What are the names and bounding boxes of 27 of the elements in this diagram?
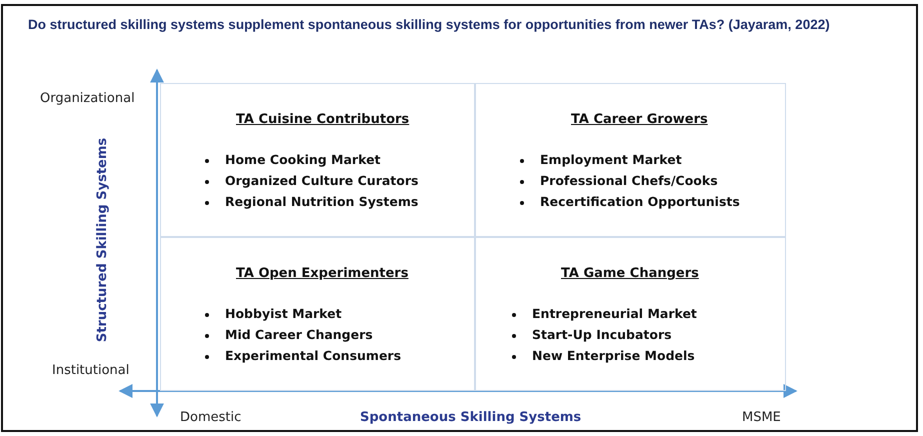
quadrant-heading: TA Open Experimenters	[236, 266, 408, 281]
list-item: Entrepreneurial Market	[532, 306, 697, 321]
axis-end-label: MSME	[742, 410, 781, 425]
quadrant-box	[475, 237, 786, 391]
axis-end-label: Institutional	[52, 363, 130, 378]
quadrant-heading: TA Cuisine Contributors	[236, 112, 410, 127]
list-item: Start-Up Incubators	[532, 327, 672, 342]
axis-title: Spontaneous Skilling Systems	[360, 410, 582, 425]
list-item: New Enterprise Models	[532, 348, 695, 363]
list-item: Hobbyist Market	[225, 306, 342, 321]
list-item: Regional Nutrition Systems	[225, 194, 418, 209]
title: Do structured skilling systems supplement spontaneous skilling systems for opportunities from newer TAs? (Jayaram, 2022)	[28, 17, 830, 32]
axis-end-label: Organizational	[40, 91, 135, 106]
quadrant-box	[160, 237, 475, 391]
quadrant-heading: TA Career Growers	[571, 112, 708, 127]
axis-title: Structured Skilling Systems	[95, 138, 110, 342]
list-item: Mid Career Changers	[225, 327, 373, 342]
list-item: Employment Market	[540, 152, 682, 167]
quadrant-heading: TA Game Changers	[561, 266, 699, 281]
quadrant-box	[475, 83, 786, 237]
list-item: Professional Chefs/Cooks	[540, 173, 718, 188]
list-item: Recertification Opportunists	[540, 194, 740, 209]
list-item: Experimental Consumers	[225, 348, 402, 363]
list-item: Organized Culture Curators	[225, 173, 418, 188]
list-item: Home Cooking Market	[225, 152, 381, 167]
quadrant-box	[160, 83, 475, 237]
axis-end-label: Domestic	[180, 410, 242, 425]
